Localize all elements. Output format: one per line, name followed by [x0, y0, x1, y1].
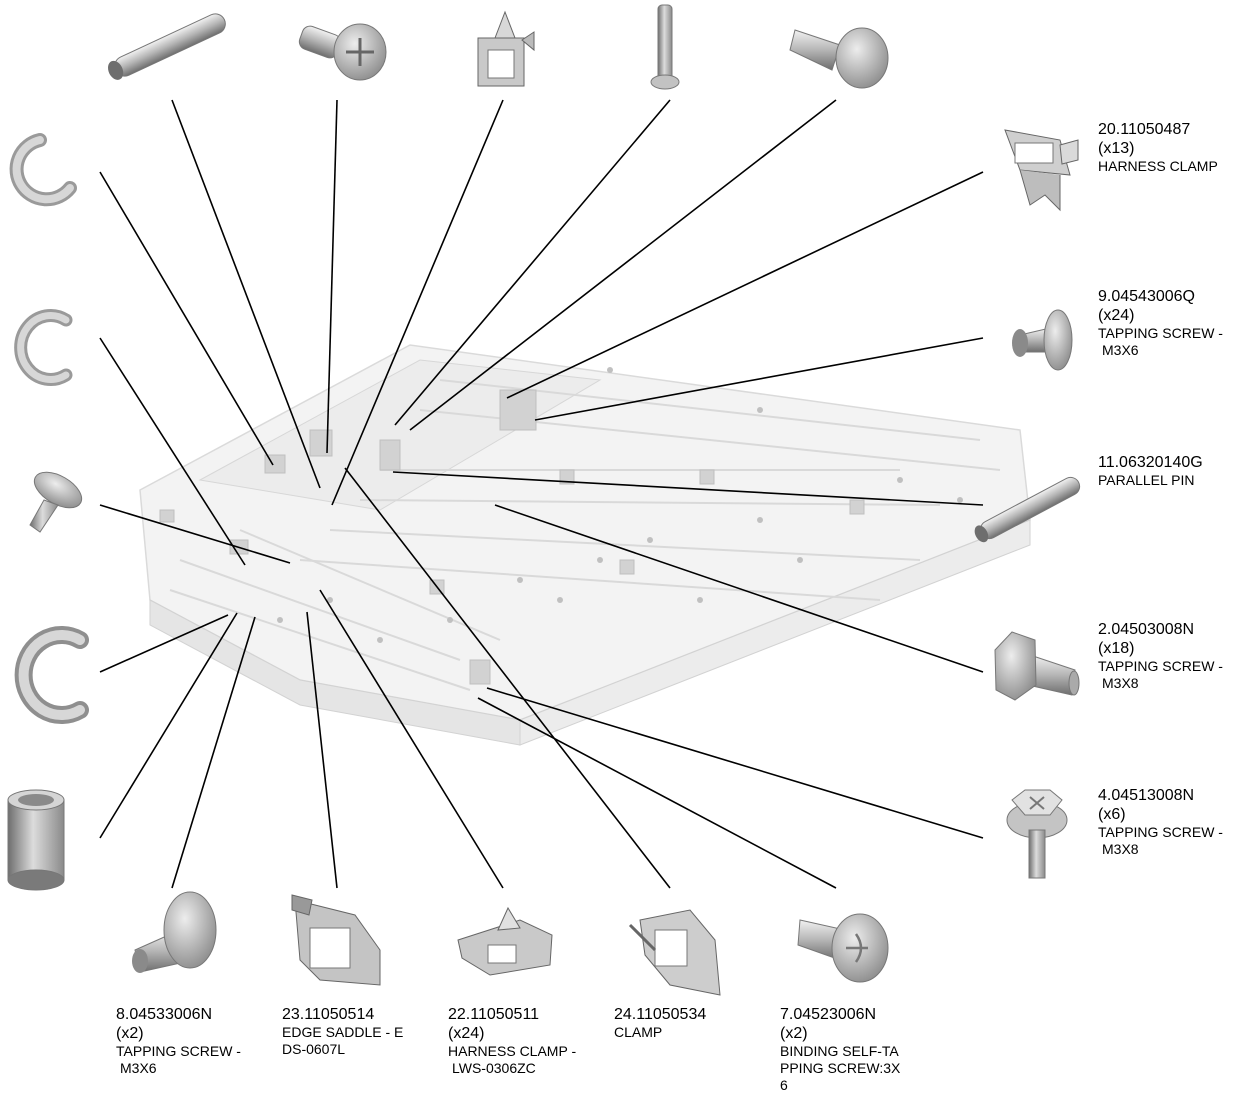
part-number: 9.04543006Q — [1098, 288, 1195, 305]
part-quantity: (x24) — [448, 1025, 485, 1043]
part-number: 4.04513008N — [1098, 787, 1195, 804]
part-number: 22.11050511 — [448, 1006, 540, 1023]
parallel-pin-icon — [107, 13, 226, 80]
hex-washer-screw-icon — [1006, 789, 1068, 879]
binding-screw-icon — [298, 23, 387, 81]
part-number: 23.11050514 — [282, 1006, 375, 1023]
part-quantity: (x24) — [1098, 307, 1135, 325]
part-description: TAPPING SCREW - — [1098, 658, 1223, 675]
leader-line — [477, 697, 837, 889]
part-label-23: 23.11050514 EDGE SADDLE - E DS-0607L — [282, 1005, 403, 1058]
part-quantity: (x2) — [780, 1025, 808, 1043]
leader-line — [99, 612, 238, 839]
leader-line — [331, 99, 504, 506]
binding-screw-icon — [797, 913, 889, 983]
part-description: 6 — [780, 1076, 788, 1093]
part-number: 8.04533006N — [116, 1006, 213, 1023]
harness-clamp-icon — [1004, 129, 1079, 212]
harness-clamp-icon — [477, 10, 535, 87]
part-quantity: (x2) — [116, 1025, 144, 1043]
tapping-screw-icon — [1012, 309, 1073, 371]
part-quantity: (x18) — [1098, 640, 1135, 658]
part-label-22: 22.11050511 (x24) HARNESS CLAMP - LWS-03… — [448, 1005, 576, 1077]
main-assembly — [139, 344, 1031, 746]
part-description: PARALLEL PIN — [1098, 472, 1195, 489]
part-description: CLAMP — [614, 1024, 663, 1041]
part-label-20: 20.11050487 (x13) HARNESS CLAMP — [1098, 120, 1218, 175]
part-description: TAPPING SCREW - — [1098, 824, 1223, 841]
part-quantity: (x6) — [1098, 806, 1126, 824]
tapping-screw-icon — [994, 631, 1080, 701]
part-label-8: 8.04533006N (x2) TAPPING SCREW - M3X6 — [116, 1005, 241, 1077]
part-description: M3X8 — [1102, 841, 1139, 858]
tapping-screw-icon — [29, 471, 83, 533]
part-description: TAPPING SCREW - — [1098, 325, 1223, 342]
pin-head-icon — [789, 27, 889, 89]
part-number: 2.04503008N — [1098, 621, 1195, 638]
part-number: 11.06320140G — [1098, 454, 1203, 471]
leader-line — [409, 99, 837, 431]
e-ring-large-icon — [14, 626, 89, 724]
part-label-2: 2.04503008N (x18) TAPPING SCREW - M3X8 — [1098, 620, 1223, 692]
part-description: M3X6 — [1102, 342, 1139, 359]
part-description: DS-0607L — [282, 1040, 346, 1057]
leader-line — [306, 611, 338, 889]
part-description: TAPPING SCREW - — [116, 1043, 241, 1060]
part-number: 20.11050487 — [1098, 121, 1191, 138]
tapping-screw-icon — [132, 891, 217, 973]
harness-clamp-icon — [457, 906, 553, 976]
part-label-9: 9.04543006Q (x24) TAPPING SCREW - M3X6 — [1098, 287, 1223, 359]
part-number: 24.11050534 — [614, 1006, 707, 1023]
leader-line — [171, 616, 256, 889]
leader-line — [99, 504, 291, 564]
part-label-11: 11.06320140G PARALLEL PIN — [1098, 453, 1203, 489]
clamp-icon — [628, 909, 721, 996]
part-description: EDGE SADDLE - E — [282, 1024, 404, 1041]
leader-line — [506, 171, 984, 399]
leader-line — [171, 99, 321, 489]
collar-icon — [7, 789, 65, 891]
leader-line — [344, 467, 671, 889]
part-label-4: 4.04513008N (x6) TAPPING SCREW - M3X8 — [1098, 786, 1223, 858]
part-description: BINDING SELF-TA — [780, 1043, 899, 1060]
parallel-pin-icon — [974, 476, 1081, 543]
part-description: LWS-0306ZC — [452, 1060, 536, 1077]
part-quantity: (x13) — [1098, 140, 1135, 158]
c-ring-icon — [14, 309, 73, 386]
leader-line — [319, 589, 504, 889]
part-number: 7.04523006N — [780, 1006, 877, 1023]
tapping-screw-long-icon — [650, 4, 680, 90]
leader-line — [534, 337, 984, 421]
e-ring-icon — [9, 133, 77, 207]
part-description: M3X6 — [120, 1060, 157, 1077]
leader-line — [394, 99, 671, 426]
leader-line — [99, 337, 246, 566]
leader-line — [326, 99, 338, 454]
edge-saddle-icon — [291, 894, 381, 986]
part-description: M3X8 — [1102, 675, 1139, 692]
part-description: PPING SCREW:3X — [780, 1060, 901, 1077]
leader-line — [99, 614, 229, 673]
leader-line — [494, 504, 984, 673]
part-label-24: 24.11050534 CLAMP — [614, 1005, 706, 1041]
leader-line — [392, 471, 984, 506]
part-description: HARNESS CLAMP — [1098, 158, 1218, 175]
leader-lines — [99, 99, 984, 889]
leader-line — [99, 171, 274, 466]
part-label-7: 7.04523006N (x2) BINDING SELF-TA PPING S… — [780, 1005, 900, 1094]
leader-line — [486, 687, 984, 839]
part-description: HARNESS CLAMP - — [448, 1043, 577, 1060]
